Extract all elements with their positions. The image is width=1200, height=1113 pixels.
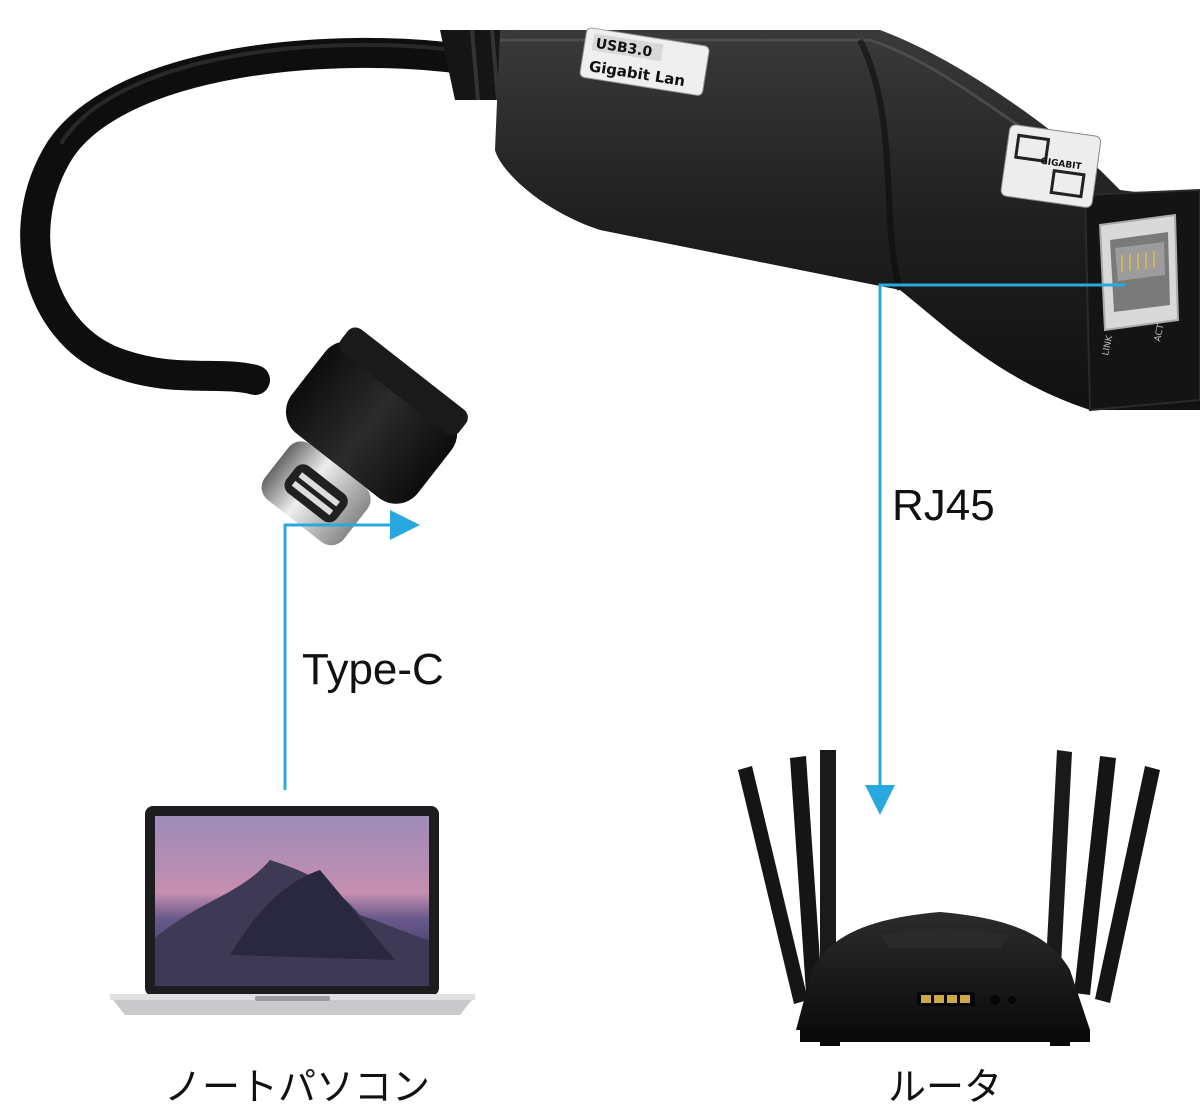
ethernet-port-icon: LINK ACT [1098,213,1180,357]
adapter-body [495,30,1200,412]
gigabit-logo-icon: GIGABIT [1000,124,1102,208]
router-icon [738,750,1160,1046]
cable [20,37,485,395]
led-act-label: ACT [1153,323,1167,343]
laptop-icon [110,806,475,1015]
laptop-label: ノートパソコン [164,1065,431,1109]
led-link-label: LINK [1101,334,1115,357]
typec-arrow [283,510,420,790]
rj45-label: RJ45 [892,481,995,530]
rj45-arrow [865,283,1125,815]
usb-c-plug-icon [261,327,468,546]
type-c-label: Type-C [302,645,444,694]
router-label: ルータ [888,1065,1003,1109]
